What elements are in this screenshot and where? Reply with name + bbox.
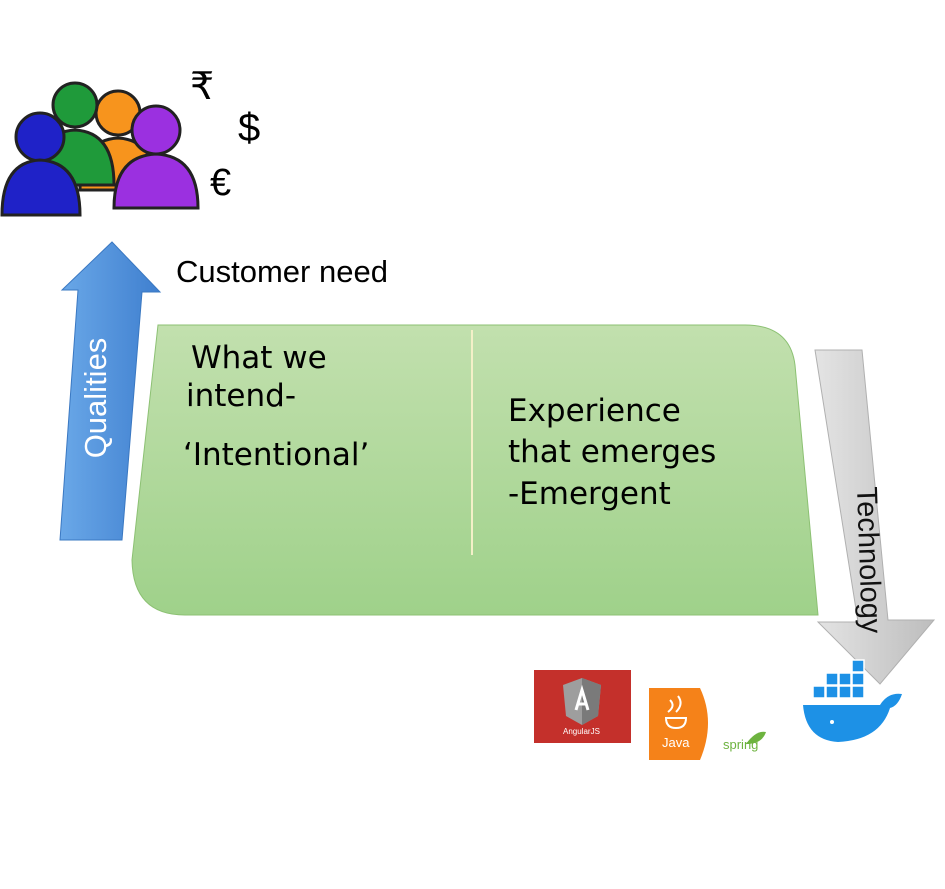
intent-line-2: intend- [186,378,296,414]
spring-caption: spring [723,737,759,752]
technology-arrow [814,349,936,685]
emergent-line-3: -Emergent [508,476,671,512]
spring-logo [746,731,766,744]
customer-need-label: Customer need [176,254,388,289]
qualities-label: Qualities [78,337,113,459]
intent-line-1: What we [191,340,327,376]
java-caption: Java [662,735,690,750]
emergent-line-2: that emerges [508,434,717,470]
docker-whale-icon [803,659,902,742]
angularjs-logo [534,670,631,743]
angularjs-caption: AngularJS [563,727,600,736]
people-group-icon [0,81,200,217]
technology-label: Technology [849,486,888,634]
intent-line-3: ‘Intentional’ [183,437,370,473]
qualities-arrow [59,241,162,541]
currency-dollar: $ [238,106,261,150]
emergent-line-1: Experience [508,393,681,429]
currency-rupee: ₹ [190,66,215,108]
intent-experience-panel [131,324,819,616]
currency-euro: € [210,162,232,204]
java-logo [649,688,708,760]
